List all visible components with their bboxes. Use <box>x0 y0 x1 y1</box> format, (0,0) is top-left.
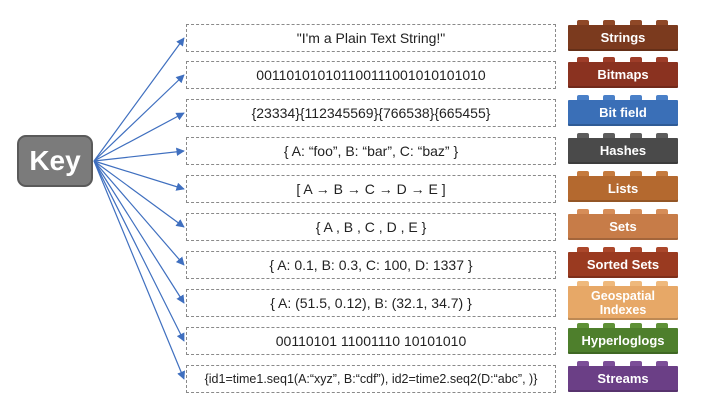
type-label-bitmaps: Bitmaps <box>597 67 649 82</box>
value-text-strings: "I'm a Plain Text String!" <box>296 30 446 46</box>
arrow-to-hyperloglogs <box>93 160 185 342</box>
brick-stud <box>603 171 615 176</box>
type-brick-strings: Strings <box>568 20 678 51</box>
brick-stud <box>656 361 668 366</box>
type-label-geospatial-indexes: Geospatial Indexes <box>591 289 655 317</box>
brick-stud <box>577 95 589 100</box>
type-brick-hyperloglogs: Hyperloglogs <box>568 323 678 354</box>
value-box-lists: [ A → B → C → D → E ] <box>186 175 556 203</box>
type-label-strings: Strings <box>600 30 646 45</box>
value-text-hyperloglogs: 00110101 11001110 10101010 <box>275 333 467 349</box>
brick-stud <box>630 247 642 252</box>
brick-stud <box>603 247 615 252</box>
type-label-hashes: Hashes <box>599 143 647 158</box>
type-label-bit-field: Bit field <box>599 105 647 120</box>
brick-stud <box>630 281 642 286</box>
brick-stud <box>603 20 615 25</box>
value-box-geospatial-indexes: { A: (51.5, 0.12), B: (32.1, 34.7) } <box>186 289 556 317</box>
arrow-to-streams <box>93 160 185 380</box>
brick-stud <box>630 209 642 214</box>
brick-stud <box>656 281 668 286</box>
type-brick-lists: Lists <box>568 171 678 202</box>
brick-stud <box>630 20 642 25</box>
arrow-to-bit-field <box>93 112 185 162</box>
brick-stud <box>603 209 615 214</box>
type-brick-bit-field: Bit field <box>568 95 678 126</box>
value-text-bitmaps: 001101010101100111001010101010 <box>256 67 486 83</box>
brick-stud <box>656 323 668 328</box>
arrow-to-sets <box>93 160 185 228</box>
brick-stud <box>577 361 589 366</box>
brick-stud <box>603 281 615 286</box>
brick-stud <box>656 20 668 25</box>
brick-stud <box>603 57 615 62</box>
value-box-hyperloglogs: 00110101 11001110 10101010 <box>186 327 556 355</box>
type-label-sets: Sets <box>609 219 637 234</box>
value-box-strings: "I'm a Plain Text String!" <box>186 24 556 52</box>
value-text-bit-field: {23334}{112345569}{766538}{665455} <box>251 105 491 121</box>
type-label-lists: Lists <box>607 181 639 196</box>
type-brick-hashes: Hashes <box>568 133 678 164</box>
brick-stud <box>577 247 589 252</box>
arrow-to-bitmaps <box>93 74 185 162</box>
brick-stud <box>603 361 615 366</box>
value-text-lists: [ A → B → C → D → E ] <box>296 181 446 197</box>
type-brick-sorted-sets: Sorted Sets <box>568 247 678 278</box>
brick-stud <box>630 171 642 176</box>
arrow-to-lists <box>93 160 185 191</box>
type-brick-bitmaps: Bitmaps <box>568 57 678 88</box>
arrow-to-strings <box>93 37 185 162</box>
type-label-hyperloglogs: Hyperloglogs <box>581 333 665 348</box>
brick-stud <box>577 171 589 176</box>
arrow-to-hashes <box>93 147 185 162</box>
type-brick-geospatial-indexes: Geospatial Indexes <box>568 281 678 320</box>
value-box-sets: { A , B , C , D , E } <box>186 213 556 241</box>
value-text-sets: { A , B , C , D , E } <box>315 219 427 235</box>
brick-stud <box>577 20 589 25</box>
key-node: Key <box>17 135 93 187</box>
type-label-streams: Streams <box>597 371 649 386</box>
value-box-bit-field: {23334}{112345569}{766538}{665455} <box>186 99 556 127</box>
brick-stud <box>577 57 589 62</box>
brick-stud <box>630 133 642 138</box>
brick-stud <box>603 323 615 328</box>
brick-stud <box>656 209 668 214</box>
brick-stud <box>656 171 668 176</box>
value-box-streams: {id1=time1.seq1(A:“xyz”, B:“cdf”), id2=t… <box>186 365 556 393</box>
brick-stud <box>577 209 589 214</box>
brick-stud <box>630 95 642 100</box>
brick-stud <box>577 133 589 138</box>
key-label: Key <box>29 145 81 176</box>
brick-stud <box>630 57 642 62</box>
value-box-hashes: { A: “foo”, B: “bar”, C: “baz” } <box>186 137 556 165</box>
brick-stud <box>656 133 668 138</box>
brick-stud <box>577 323 589 328</box>
type-brick-streams: Streams <box>568 361 678 392</box>
value-text-hashes: { A: “foo”, B: “bar”, C: “baz” } <box>283 143 459 159</box>
brick-stud <box>630 323 642 328</box>
brick-stud <box>656 57 668 62</box>
value-text-streams: {id1=time1.seq1(A:“xyz”, B:“cdf”), id2=t… <box>204 372 538 386</box>
value-text-sorted-sets: { A: 0.1, B: 0.3, C: 100, D: 1337 } <box>269 257 473 273</box>
type-brick-sets: Sets <box>568 209 678 240</box>
brick-stud <box>577 281 589 286</box>
brick-stud <box>603 133 615 138</box>
value-box-bitmaps: 001101010101100111001010101010 <box>186 61 556 89</box>
brick-stud <box>656 247 668 252</box>
value-box-sorted-sets: { A: 0.1, B: 0.3, C: 100, D: 1337 } <box>186 251 556 279</box>
brick-stud <box>656 95 668 100</box>
value-text-geospatial-indexes: { A: (51.5, 0.12), B: (32.1, 34.7) } <box>270 295 472 311</box>
arrow-to-geospatial-indexes <box>93 160 185 304</box>
brick-stud <box>630 361 642 366</box>
arrow-to-sorted-sets <box>93 160 185 266</box>
brick-stud <box>603 95 615 100</box>
type-label-sorted-sets: Sorted Sets <box>586 257 660 272</box>
